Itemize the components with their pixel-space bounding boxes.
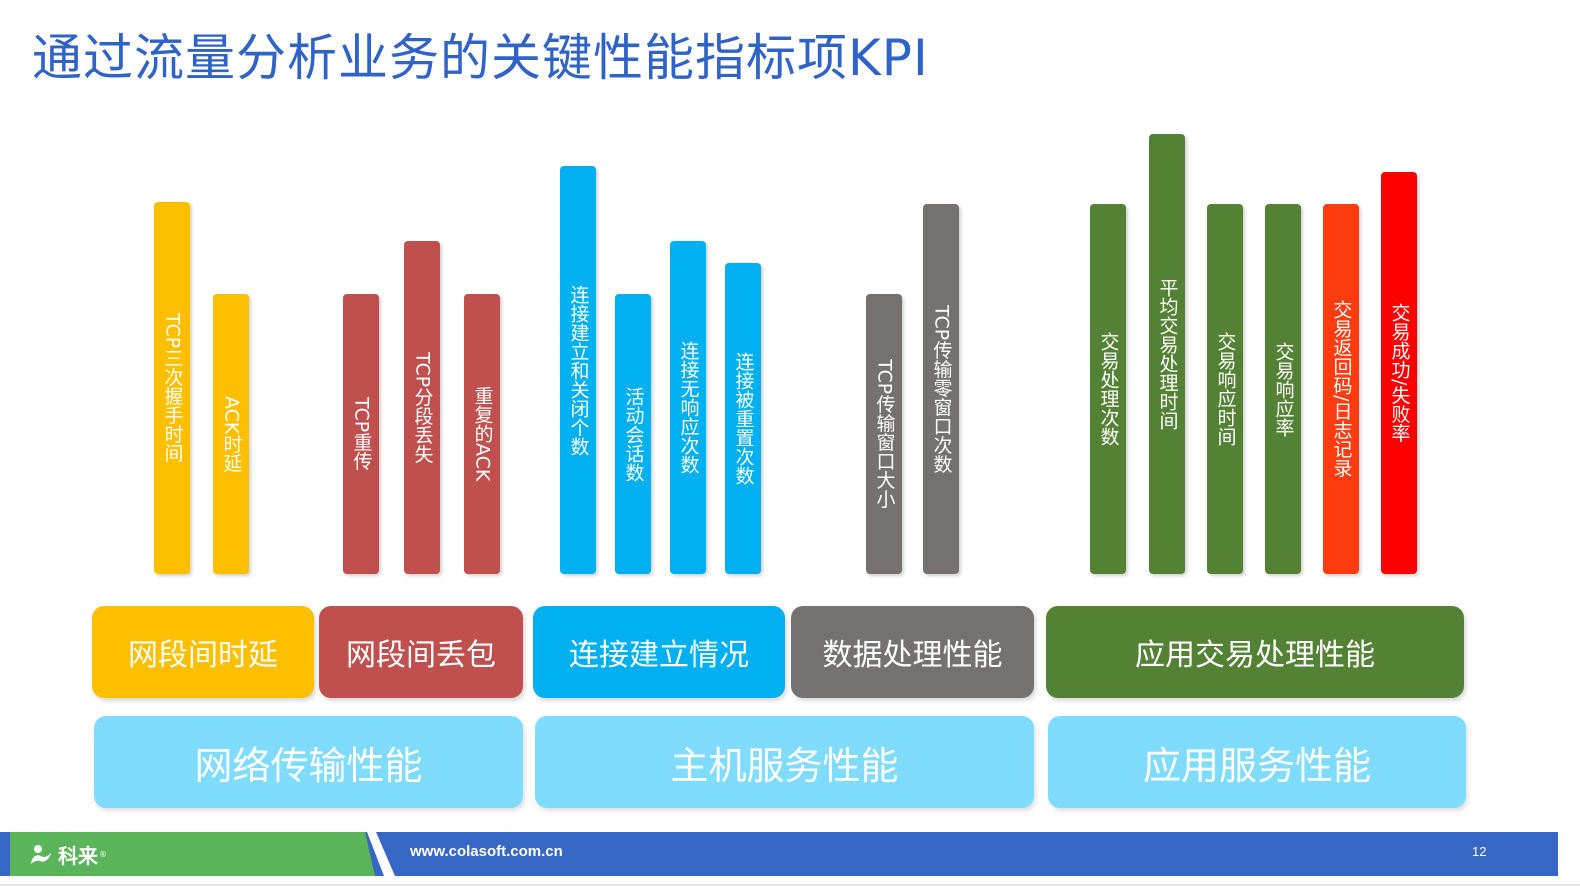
kpi-bar-return-code-log: 交易返回码/日志记录 [1323,204,1359,574]
kpi-bar-label: 交易返回码/日志记录 [1330,300,1353,478]
kpi-bar-duplicate-ack: 重复的ACK [464,294,500,574]
footer-logo-panel [10,832,375,876]
kpi-bar-label: 交易处理次数 [1097,332,1120,446]
group-host-service: 主机服务性能 [535,716,1034,808]
kpi-bar-tcp-retransmit: TCP重传 [343,294,379,574]
kpi-bar-label: 交易成功/失败率 [1388,303,1411,443]
kpi-bar-tcp-segment-lost: TCP分段丢失 [404,241,440,574]
kpi-bar-tcp-window-size: TCP传输窗口大小 [866,294,902,574]
category-app-transaction: 应用交易处理性能 [1046,606,1464,698]
kpi-bar-ack-delay: ACK时延 [213,294,249,574]
kpi-bar-label: 连接无响应次数 [677,341,700,474]
kpi-bar-label: 交易响应率 [1272,341,1295,437]
kpi-bar-label: 活动会话数 [622,386,645,482]
kpi-bar-connection-reset: 连接被重置次数 [725,263,761,574]
kpi-bar-label: TCP传输窗口大小 [873,359,896,509]
kpi-bar-tcp-zero-window: TCP传输零窗口次数 [923,204,959,574]
kpi-bar-connection-no-response: 连接无响应次数 [670,241,706,574]
group-network-transport: 网络传输性能 [94,716,523,808]
kpi-bar-active-sessions: 活动会话数 [615,294,651,574]
kpi-bar-label: 重复的ACK [471,386,494,482]
kpi-bar-success-failure-rate: 交易成功/失败率 [1381,172,1417,574]
logo-text: 科来 [58,843,98,868]
colasoft-logo: 科来® [28,838,107,870]
kpi-bar-label: TCP重传 [350,397,373,471]
group-app-service: 应用服务性能 [1048,716,1466,808]
kpi-bar-transaction-response-rate: 交易响应率 [1265,204,1301,574]
page-title: 通过流量分析业务的关键性能指标项KPI [32,29,929,87]
kpi-bar-transaction-response-time: 交易响应时间 [1207,204,1243,574]
kpi-bar-label: ACK时延 [220,395,243,473]
kpi-bar-avg-transaction-time: 平均交易处理时间 [1149,134,1185,574]
bottom-divider [0,884,1580,886]
category-connection-setup: 连接建立情况 [533,606,785,698]
logo-registered-mark: ® [99,849,107,859]
category-segment-delay: 网段间时延 [92,606,314,698]
colasoft-logo-icon [31,845,51,864]
kpi-bar-connection-open-close: 连接建立和关闭个数 [560,166,596,574]
kpi-bar-label: 连接建立和关闭个数 [567,284,590,456]
kpi-bar-tcp-handshake: TCP三次握手时间 [154,202,190,574]
category-segment-loss: 网段间丢包 [319,606,523,698]
kpi-bar-label: TCP分段丢失 [411,351,434,464]
kpi-bar-label: TCP传输零窗口次数 [930,304,953,474]
category-data-processing: 数据处理性能 [791,606,1034,698]
kpi-bar-transaction-count: 交易处理次数 [1090,204,1126,574]
kpi-bar-label: 平均交易处理时间 [1156,278,1179,430]
kpi-bar-label: 交易响应时间 [1214,332,1237,446]
page-number: 12 [1472,844,1487,859]
kpi-bar-label: 连接被重置次数 [732,352,755,485]
website-link[interactable]: www.colasoft.com.cn [410,843,563,860]
kpi-bar-label: TCP三次握手时间 [161,313,184,463]
